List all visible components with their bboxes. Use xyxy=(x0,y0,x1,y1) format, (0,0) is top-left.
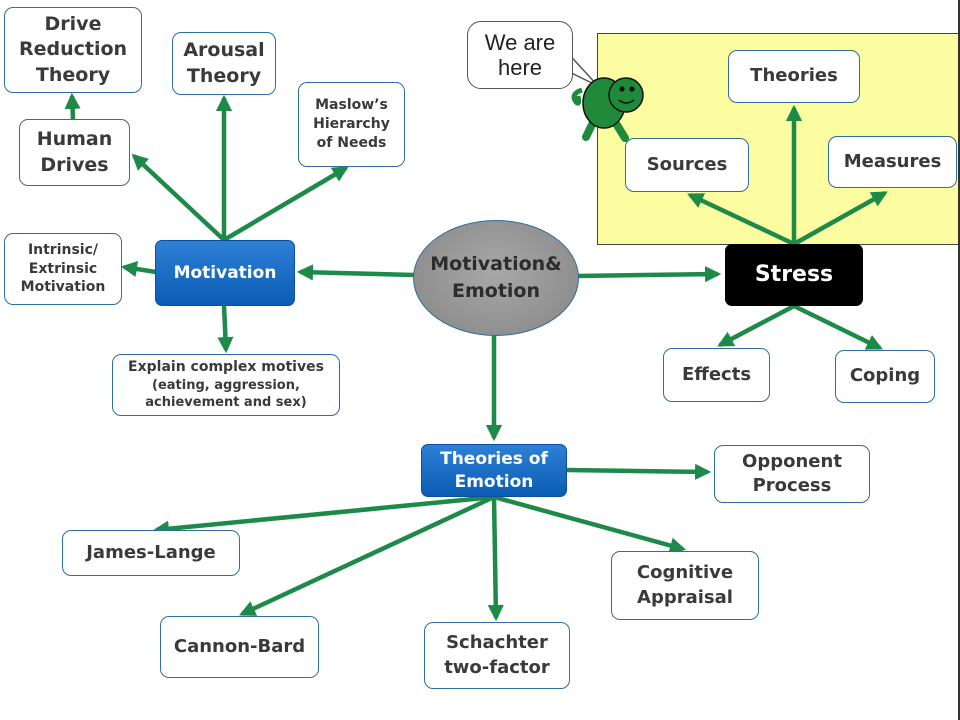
effects-label: Effects xyxy=(681,363,752,385)
arrow-to-opponent-process xyxy=(566,463,712,480)
drive-reduction-line3: Theory xyxy=(35,63,111,86)
stress-node[interactable]: Stress xyxy=(725,244,863,306)
theories-node[interactable]: Theories xyxy=(728,50,860,103)
intrinsic-line1: Intrinsic/ xyxy=(27,241,99,258)
sources-node[interactable]: Sources xyxy=(625,138,749,192)
human-drives-line1: Human xyxy=(36,127,113,150)
arousal-line2: Theory xyxy=(186,64,262,87)
arrow-to-sources xyxy=(687,192,795,247)
bubble-line2: here xyxy=(497,55,543,80)
effects-node[interactable]: Effects xyxy=(663,348,770,402)
complex-motives-node[interactable]: Explain complex motives (eating, aggressi… xyxy=(112,354,340,416)
maslow-line3: of Needs xyxy=(316,134,387,151)
james-lange-node[interactable]: James-Lange xyxy=(62,530,240,576)
arrow-to-cognitive-appraisal xyxy=(493,494,687,554)
bubble-line1: We are xyxy=(484,29,556,55)
human-drives-line2: Drives xyxy=(40,153,109,176)
emotion-label-line1: Theories of xyxy=(440,448,548,469)
complex-motives-line2: (eating, aggression, xyxy=(152,377,300,393)
arrow-to-stress xyxy=(576,266,722,283)
arrow-to-schachter xyxy=(487,496,504,622)
motivation-node[interactable]: Motivation xyxy=(155,240,295,306)
central-topic-oval[interactable]: Motivation& Emotion xyxy=(413,220,579,336)
sources-label: Sources xyxy=(646,153,728,175)
schachter-line2: two-factor xyxy=(444,656,550,678)
arrow-to-cannon-bard xyxy=(239,494,495,617)
arrow-to-james-lange xyxy=(152,494,495,537)
arrow-to-complex-motives xyxy=(217,305,234,354)
measures-label: Measures xyxy=(843,150,942,172)
opponent-line2: Process xyxy=(752,475,832,496)
james-lange-label: James-Lange xyxy=(86,541,216,563)
schachter-line1: Schachter xyxy=(446,632,548,654)
arrow-to-measures xyxy=(792,191,888,246)
cannon-bard-label: Cannon-Bard xyxy=(173,635,306,657)
complex-motives-line3: achievement and sex) xyxy=(145,395,307,411)
arousal-line1: Arousal xyxy=(183,38,265,61)
intrinsic-line2: Extrinsic xyxy=(28,260,98,277)
slide-edge-line xyxy=(958,0,960,720)
arrow-to-coping xyxy=(793,303,883,351)
arrow-to-motivation xyxy=(296,264,415,281)
arrow-to-drive-reduction xyxy=(64,92,81,120)
motivation-label: Motivation xyxy=(173,262,277,283)
drive-reduction-line2: Reduction xyxy=(18,38,128,61)
coping-node[interactable]: Coping xyxy=(835,350,935,403)
opponent-line1: Opponent xyxy=(742,450,842,472)
stress-label: Stress xyxy=(754,262,834,288)
cognitive-line1: Cognitive xyxy=(636,562,734,584)
coping-label: Coping xyxy=(849,365,921,387)
emotion-label-line2: Emotion xyxy=(454,471,534,492)
complex-motives-line1: Explain complex motives xyxy=(128,359,324,375)
center-line2: & Emotion xyxy=(451,253,562,302)
measures-node[interactable]: Measures xyxy=(828,136,957,188)
intrinsic-line3: Motivation xyxy=(20,279,106,296)
arrow-to-human-drives xyxy=(131,153,226,242)
theories-label: Theories xyxy=(750,65,838,87)
arrow-to-effects xyxy=(717,304,796,347)
cognitive-line2: Appraisal xyxy=(637,586,733,608)
arrow-to-maslow xyxy=(222,166,349,242)
arrow-to-intrinsic xyxy=(120,260,157,278)
maslow-line1: Maslow’s xyxy=(315,97,388,114)
turtle-mascot-icon xyxy=(571,77,644,142)
maslow-line2: Hierarchy xyxy=(313,116,390,133)
cannon-bard-node[interactable]: Cannon-Bard xyxy=(160,616,319,678)
center-line1: Motivation xyxy=(430,253,546,276)
drive-reduction-line1: Drive xyxy=(44,12,102,35)
